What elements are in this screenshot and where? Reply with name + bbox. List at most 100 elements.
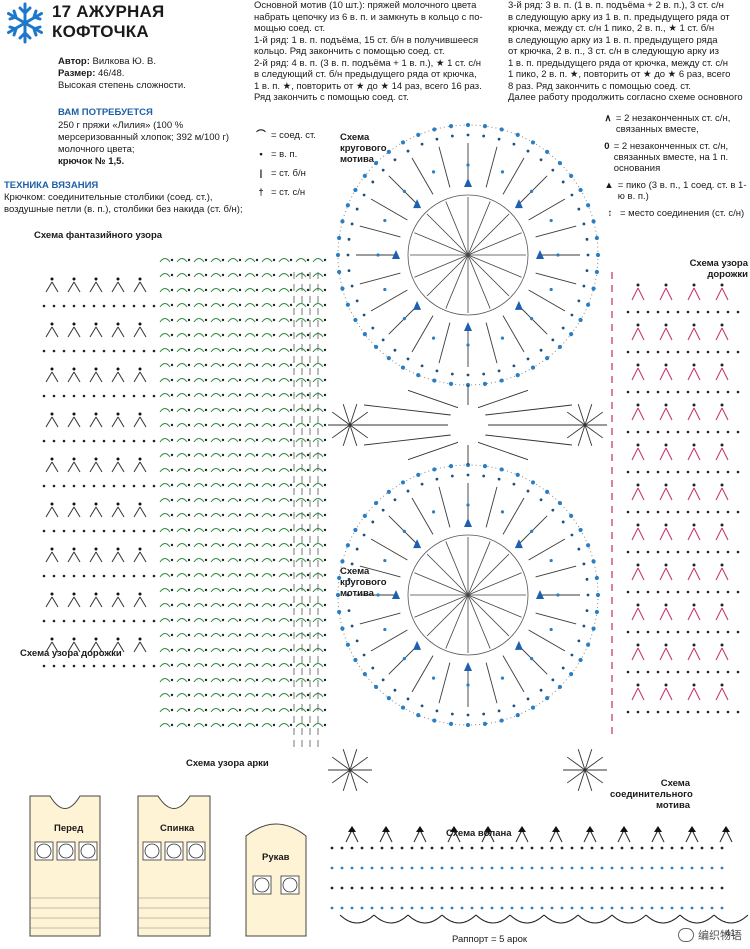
chain-stitch-mark bbox=[720, 283, 724, 287]
chain-stitch-mark bbox=[406, 149, 410, 153]
chain-stitch-mark bbox=[482, 372, 486, 376]
chain-stitch-mark bbox=[323, 258, 327, 262]
chain-stitch-mark bbox=[676, 710, 680, 714]
chain-stitch-mark bbox=[560, 846, 564, 850]
chain-stitch-mark bbox=[62, 304, 66, 308]
chain-stitch-mark bbox=[646, 590, 650, 594]
chain-stitch-mark bbox=[515, 373, 520, 378]
arch-stitch bbox=[210, 678, 222, 683]
flounce-arch bbox=[373, 914, 409, 924]
picot-mark bbox=[464, 322, 472, 331]
picot-mark bbox=[348, 826, 356, 832]
motif-square bbox=[34, 841, 54, 861]
chain-stitch-mark bbox=[393, 688, 397, 692]
chain-stitch-mark bbox=[72, 484, 76, 488]
arch-stitch bbox=[227, 723, 239, 728]
chain-stitch-mark bbox=[170, 603, 174, 607]
stitch-line bbox=[659, 527, 667, 541]
arch-stitch bbox=[159, 558, 171, 563]
arch-stitch bbox=[261, 423, 273, 428]
arch-stitch bbox=[295, 663, 307, 668]
stitch-line bbox=[349, 403, 358, 426]
arch-stitch bbox=[261, 588, 273, 593]
arch-stitch bbox=[193, 483, 205, 488]
arch-stitch bbox=[278, 318, 290, 323]
arch-stitch bbox=[278, 288, 290, 293]
arch-stitch bbox=[193, 528, 205, 533]
stitch-line bbox=[411, 157, 434, 195]
pattern-sleeve-label: Рукав bbox=[262, 852, 290, 863]
chain-stitch-mark bbox=[373, 684, 379, 690]
chain-stitch-mark bbox=[152, 664, 156, 668]
arch-stitch bbox=[261, 453, 273, 458]
stitch-line bbox=[665, 367, 673, 381]
legend-symbol: 0 bbox=[604, 141, 610, 152]
stitch-line bbox=[687, 287, 695, 301]
chain-stitch-mark bbox=[720, 443, 724, 447]
chain-stitch-mark bbox=[62, 664, 66, 668]
chain-stitch-mark bbox=[204, 363, 208, 367]
stitch-line bbox=[631, 687, 639, 701]
chain-stitch-mark bbox=[204, 588, 208, 592]
arch-stitch bbox=[176, 318, 188, 323]
chain-stitch-mark bbox=[142, 529, 146, 533]
stitch-line bbox=[342, 748, 351, 771]
chain-stitch-mark bbox=[112, 574, 116, 578]
chain-stitch-mark bbox=[460, 886, 464, 890]
arch-stitch bbox=[295, 468, 307, 473]
chain-stitch-mark bbox=[50, 592, 54, 596]
stitch-line bbox=[407, 389, 459, 409]
chain-stitch-mark bbox=[400, 365, 406, 370]
arch-stitch bbox=[210, 423, 222, 428]
stitch-line bbox=[631, 367, 639, 381]
chain-stitch-mark bbox=[187, 483, 191, 487]
chain-stitch-mark bbox=[696, 390, 700, 394]
arch-stitch bbox=[278, 663, 290, 668]
chain-stitch-mark bbox=[696, 470, 700, 474]
chain-stitch-mark bbox=[82, 304, 86, 308]
stitch-line bbox=[687, 567, 695, 581]
chain-stitch-mark bbox=[670, 906, 674, 910]
chain-stitch-mark bbox=[646, 310, 650, 314]
chain-stitch-mark bbox=[272, 258, 276, 262]
arch-stitch bbox=[261, 543, 273, 548]
chain-stitch-mark bbox=[482, 712, 486, 716]
chain-stitch-mark bbox=[676, 430, 680, 434]
chain-stitch-mark bbox=[102, 304, 106, 308]
stitch-line bbox=[659, 687, 667, 701]
chain-stitch-mark bbox=[560, 866, 564, 870]
arch-stitch bbox=[210, 573, 222, 578]
arch-stitch bbox=[295, 633, 307, 638]
chain-stitch-mark bbox=[600, 906, 604, 910]
chain-stitch-mark bbox=[255, 693, 259, 697]
chain-stitch-mark bbox=[132, 304, 136, 308]
arch-stitch bbox=[176, 303, 188, 308]
chain-stitch-mark bbox=[582, 624, 586, 628]
chain-stitch-mark bbox=[482, 134, 486, 138]
chain-stitch-mark bbox=[586, 642, 591, 647]
chain-stitch-mark bbox=[221, 513, 225, 517]
chain-stitch-mark bbox=[736, 590, 740, 594]
chain-stitch-mark bbox=[440, 906, 444, 910]
arch-stitch bbox=[193, 498, 205, 503]
chain-stitch-mark bbox=[306, 393, 310, 397]
chain-stitch-mark bbox=[720, 846, 724, 850]
chain-stitch-mark bbox=[626, 670, 630, 674]
chain-stitch-mark bbox=[112, 529, 116, 533]
chain-stitch-mark bbox=[676, 310, 680, 314]
chain-stitch-mark bbox=[102, 574, 106, 578]
chain-stitch-mark bbox=[323, 618, 327, 622]
chain-stitch-mark bbox=[630, 866, 634, 870]
chain-stitch-mark bbox=[272, 498, 276, 502]
chain-stitch-mark bbox=[122, 664, 126, 668]
chain-stitch-mark bbox=[410, 906, 414, 910]
chain-stitch-mark bbox=[132, 619, 136, 623]
chain-stitch-mark bbox=[520, 846, 524, 850]
arch-stitch bbox=[295, 588, 307, 593]
chain-stitch-mark bbox=[630, 906, 634, 910]
chain-stitch-mark bbox=[530, 140, 536, 145]
stitch-line bbox=[67, 596, 75, 608]
chain-stitch-mark bbox=[330, 866, 334, 870]
stitch-line bbox=[45, 281, 53, 293]
